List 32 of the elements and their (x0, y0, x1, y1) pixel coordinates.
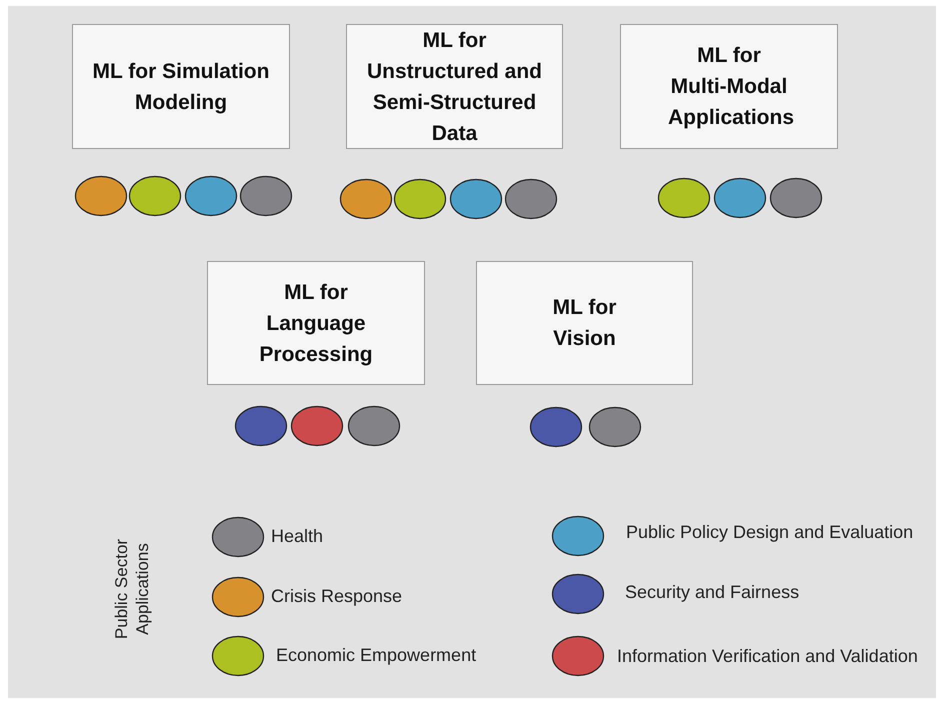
legend-label: Economic Empowerment (276, 645, 476, 666)
legend-label: Health (271, 526, 324, 547)
topic-box (476, 261, 693, 385)
category-marker (128, 175, 182, 217)
topic-box (72, 24, 290, 149)
category-marker (290, 405, 344, 447)
category-marker (529, 406, 583, 448)
category-marker (347, 405, 401, 447)
legend-label: Information Verification and Validation (617, 646, 918, 667)
category-marker (713, 177, 767, 219)
category-marker (504, 178, 558, 220)
category-marker (657, 177, 711, 219)
topic-box (346, 24, 563, 149)
category-marker (449, 178, 503, 220)
category-marker (393, 178, 447, 220)
axis-label: Public Sector Applications (111, 538, 153, 642)
box-title: ML for Unstructured and Semi-Structured Data (366, 28, 543, 146)
box-title: ML for Vision (552, 295, 618, 352)
category-marker (184, 175, 238, 217)
legend-label: Crisis Response (271, 586, 402, 607)
box-title: ML for Language Processing (258, 280, 374, 368)
category-marker (74, 175, 128, 217)
topic-box (207, 261, 425, 385)
legend-label: Security and Fairness (625, 582, 800, 603)
legend-label: Public Policy Design and Evaluation (626, 522, 914, 543)
category-marker (239, 175, 293, 217)
category-marker (234, 405, 288, 447)
category-marker (339, 178, 393, 220)
topic-box (620, 24, 838, 149)
category-marker (588, 406, 642, 448)
category-marker (769, 177, 823, 219)
box-title: ML for Simulation Modeling (92, 58, 270, 116)
